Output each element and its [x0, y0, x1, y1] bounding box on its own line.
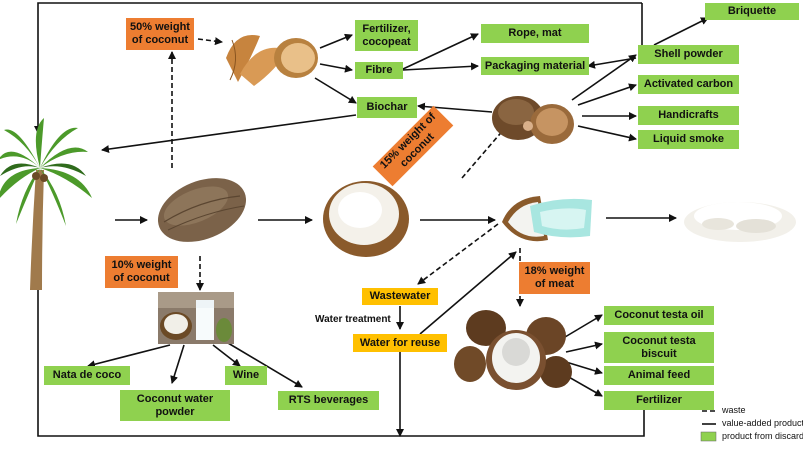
- coconut-meat-icon: [502, 196, 592, 242]
- box-water-for-reuse: Water for reuse: [353, 334, 447, 352]
- arrow-water-to-wine: [212, 344, 241, 367]
- box-wastewater: Wastewater: [362, 288, 438, 305]
- box-wine: Wine: [225, 366, 267, 385]
- box-coconut-testa-biscuit: Coconut testa biscuit: [604, 332, 714, 363]
- waste-arrow-opened-to-shell: [461, 127, 506, 179]
- label-water-weight: 10% weight of coconut: [105, 256, 178, 288]
- box-briquette: Briquette: [705, 3, 799, 20]
- arrow-testa-to-biscuit: [565, 341, 603, 353]
- coconut-shell-icon: [492, 96, 574, 144]
- arrow-fibre-to-rope: [402, 33, 479, 70]
- coconut-water-icon: [158, 292, 234, 344]
- arrow-shellpowder-to-packaging: [587, 57, 637, 69]
- arrow-husk-to-fibre: [319, 63, 353, 73]
- arrow-biochar-to-tree: [101, 114, 357, 154]
- label-husk-weight: 50% weight of coconut: [126, 18, 194, 50]
- arrow-water-to-rts: [227, 342, 303, 388]
- box-liquid-smoke: Liquid smoke: [638, 130, 739, 149]
- arrow-testa-to-oil: [559, 314, 603, 341]
- palm-tree-icon: [0, 118, 92, 290]
- label-water-treatment: Water treatment: [315, 314, 391, 325]
- loop-bottom-line: [34, 274, 645, 437]
- legend-waste-label: waste: [722, 405, 746, 415]
- box-shell-powder: Shell powder: [638, 45, 739, 64]
- legend-value-added-label: value-added product: [722, 418, 803, 428]
- coconut-half-icon: [323, 181, 409, 257]
- arrow-shell-to-liquidsmoke: [577, 125, 637, 142]
- box-rope-mat: Rope, mat: [481, 24, 589, 43]
- arrow-reuse-to-meat: [419, 251, 517, 335]
- label-testa-weight: 18% weight of meat: [519, 262, 590, 294]
- box-nata-de-coco: Nata de coco: [44, 366, 130, 385]
- box-activated-carbon: Activated carbon: [638, 75, 739, 94]
- arrow-testa-to-animalfeed: [565, 361, 603, 375]
- legend-discard-swatch: [700, 431, 717, 442]
- arrow-husk-to-fertilizer: [319, 33, 353, 49]
- waste-arrow-meat-to-wastewater: [417, 223, 499, 285]
- coconut-testa-icon: [454, 310, 572, 390]
- box-coconut-water-powder: Coconut water powder: [120, 390, 230, 421]
- loop-top-line: [34, 2, 642, 134]
- coconut-husk-icon: [226, 34, 318, 86]
- waste-arrow-husklabel-to-husk: [197, 37, 223, 46]
- box-handicrafts: Handicrafts: [638, 106, 739, 125]
- arrow-fibre-to-packaging: [402, 62, 479, 71]
- box-coconut-testa-oil: Coconut testa oil: [604, 306, 714, 325]
- arrow-water-to-cwpowder: [170, 344, 185, 384]
- arrow-shell-to-activated: [577, 83, 637, 106]
- legend-discard-label: product from discard: [722, 431, 803, 441]
- box-animal-feed: Animal feed: [604, 366, 714, 385]
- box-packaging-material: Packaging material: [481, 57, 589, 75]
- box-fertilizer-cocopeat: Fertilizer, cocopeat: [355, 20, 418, 51]
- box-rts-beverages: RTS beverages: [278, 391, 379, 410]
- arrow-shell-to-shellpowder: [571, 54, 637, 101]
- coconut-flakes-icon: [684, 202, 796, 242]
- box-fertilizer: Fertilizer: [604, 391, 714, 410]
- arrow-shellpowder-to-briquette: [653, 17, 709, 46]
- box-fibre: Fibre: [355, 62, 403, 79]
- box-biochar: Biochar: [357, 97, 417, 118]
- whole-coconut-icon: [157, 178, 247, 242]
- arrow-husk-to-biochar: [314, 77, 357, 104]
- arrow-water-to-nata: [87, 344, 171, 369]
